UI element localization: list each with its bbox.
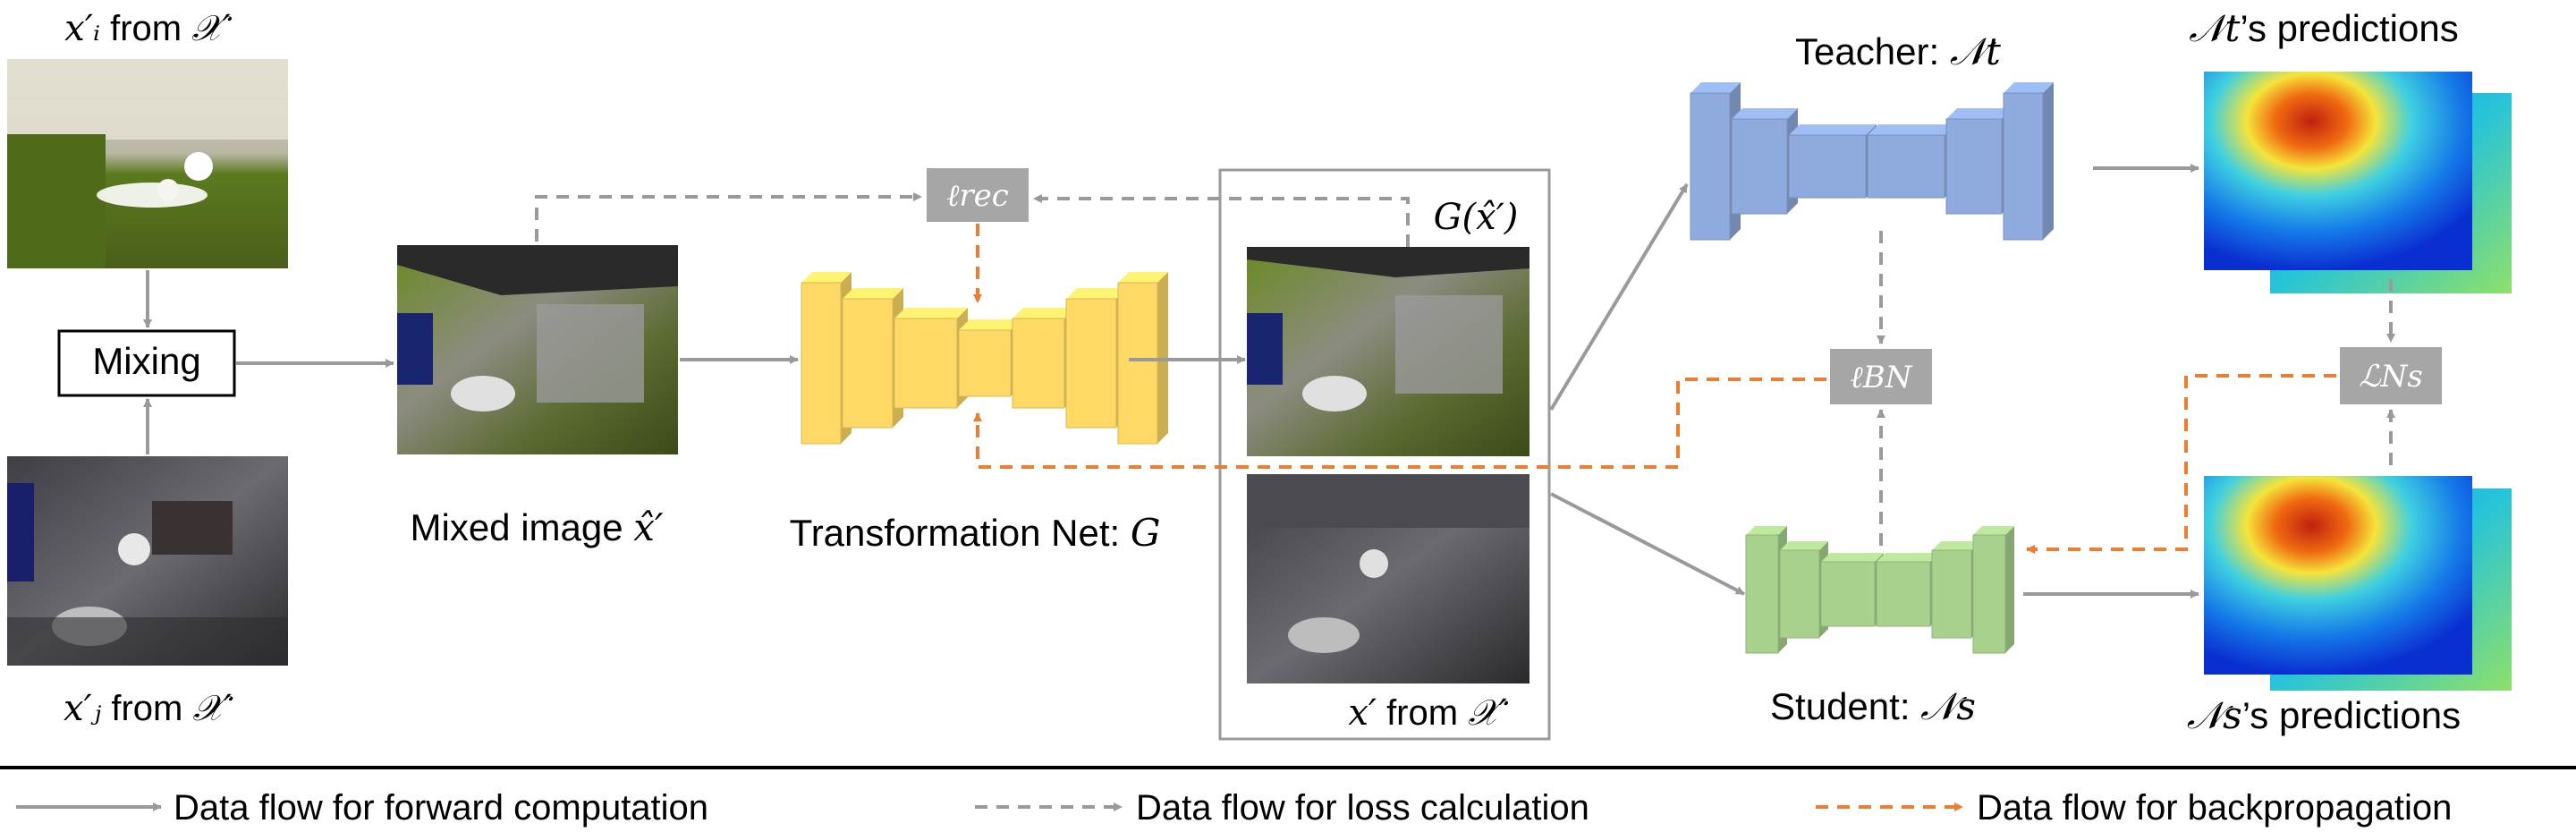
- teacher-predictions: [2204, 72, 2512, 293]
- net-block-6: [1972, 534, 2006, 654]
- svg-text:Data flow for loss calculation: Data flow for loss calculation: [1136, 788, 1589, 828]
- arrow-to-teacher: [1549, 183, 1689, 412]
- svg-text:Data flow for forward computat: Data flow for forward computation: [174, 788, 708, 828]
- net-block-side-6: [2043, 82, 2054, 240]
- mixed-image-label: Mixed image x̂′: [411, 505, 664, 549]
- teacher-label: Teacher: 𝒩t: [1795, 30, 2001, 73]
- net-block-top-6: [2004, 82, 2054, 93]
- mixing-box: Mixing: [57, 329, 236, 397]
- net-block-2: [1779, 549, 1820, 639]
- net-block-top-1: [801, 272, 852, 283]
- net-block-5: [1931, 549, 1972, 639]
- net-block-3: [1788, 134, 1867, 199]
- backprop-bn-to-transform: [973, 378, 1826, 469]
- net-block-2: [842, 298, 894, 429]
- net-block-side-6: [2005, 526, 2014, 653]
- output-container: [1218, 168, 1551, 741]
- svg-text:ℓBN: ℓBN: [1851, 360, 1913, 395]
- input-image-bottom: [7, 456, 288, 666]
- net-block-1: [1745, 534, 1779, 654]
- student-predictions-label: 𝒩s’s predictions: [2187, 693, 2461, 737]
- net-block-top-1: [1746, 526, 1787, 535]
- net-block-top-4: [959, 319, 1021, 330]
- g-output-label: G(x̂′): [1434, 197, 1519, 238]
- loss-ns-box: ℒNs: [2340, 347, 2442, 404]
- net-block-4: [1876, 561, 1931, 627]
- student-net: [1745, 526, 2014, 654]
- svg-text:ℓrec: ℓrec: [946, 178, 1009, 214]
- net-block-5: [1012, 318, 1065, 409]
- teacher-predictions-label: 𝒩t’s predictions: [2189, 6, 2458, 50]
- net-block-7: [1117, 282, 1158, 445]
- input-top-label: x′ᵢ from 𝒳′: [64, 8, 233, 49]
- net-block-4: [1867, 134, 1945, 199]
- svg-text:ℒNs: ℒNs: [2359, 359, 2423, 395]
- arrow-to-student: [1550, 492, 1745, 596]
- net-block-3: [1820, 561, 1876, 627]
- loss-rec-box: ℓrec: [927, 168, 1029, 222]
- net-block-top-3: [1789, 124, 1877, 135]
- net-block-top-3: [894, 308, 968, 318]
- net-block-top-7: [1118, 272, 1168, 283]
- net-block-top-3: [1821, 553, 1884, 562]
- net-block-top-2: [1780, 541, 1828, 550]
- legend-backprop: Data flow for backpropagation: [1816, 788, 2452, 828]
- real-image-label: x′ from 𝒳′: [1348, 692, 1509, 734]
- transformation-net-label: Transformation Net: G: [790, 511, 1161, 555]
- net-block-top-2: [843, 288, 903, 299]
- transformation-net: [801, 272, 1168, 445]
- loss-path-output-to-rec: [1033, 194, 1410, 247]
- net-block-top-5: [1932, 541, 1980, 550]
- net-block-top-6: [1066, 288, 1127, 299]
- teacher-net: [1690, 82, 2054, 241]
- real-image: [1247, 474, 1530, 683]
- net-block-3: [894, 318, 958, 409]
- net-block-5: [1945, 118, 2003, 215]
- mixing-label: Mixing: [92, 340, 200, 382]
- net-block-top-6: [1973, 526, 2014, 535]
- loss-bn-box: ℓBN: [1830, 349, 1932, 404]
- student-predictions: [2204, 476, 2512, 691]
- net-block-6: [1065, 298, 1117, 429]
- net-block-top-4: [1868, 124, 1955, 135]
- input-image-top: [7, 59, 288, 268]
- backprop-ns-to-student: [2026, 374, 2336, 554]
- net-block-top-5: [1946, 108, 2012, 119]
- net-block-1: [1690, 92, 1731, 241]
- net-block-2: [1731, 118, 1788, 215]
- net-block-top-4: [1877, 553, 1939, 562]
- mixed-image: [397, 245, 678, 454]
- net-block-top-1: [1690, 82, 1741, 93]
- legend-loss: Data flow for loss calculation: [975, 788, 1589, 828]
- student-label: Student: 𝒩s: [1770, 684, 1976, 728]
- net-block-4: [958, 329, 1012, 397]
- generated-image: [1247, 247, 1530, 456]
- net-block-top-5: [1013, 308, 1075, 318]
- input-bottom-label: x′ⱼ from 𝒳′: [64, 688, 233, 729]
- svg-text:Data flow for backpropagation: Data flow for backpropagation: [1977, 788, 2452, 828]
- legend-forward: Data flow for forward computation: [16, 788, 708, 828]
- net-block-6: [2003, 92, 2044, 241]
- net-block-top-2: [1732, 108, 1798, 119]
- loss-path-mixed-to-rec: [535, 192, 922, 242]
- net-block-1: [801, 282, 842, 445]
